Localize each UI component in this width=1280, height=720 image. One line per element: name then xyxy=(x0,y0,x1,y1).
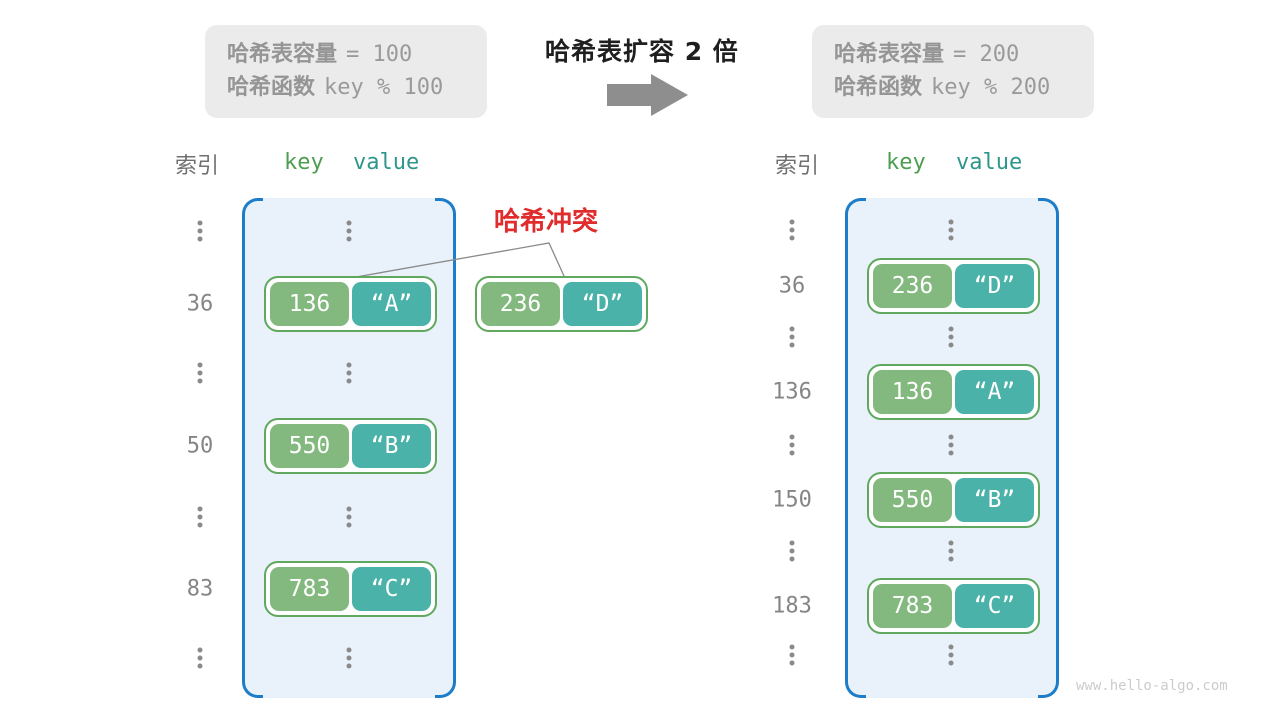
value-header-after: value xyxy=(956,150,1023,175)
pair-136-A: 136 “A” xyxy=(264,276,437,332)
hash-function-label: 哈希函数 xyxy=(227,75,316,100)
pair-783-C: 783 “C” xyxy=(264,561,437,617)
pair-key: 236 xyxy=(873,264,952,308)
vertical-ellipsis-icon xyxy=(346,220,352,242)
vertical-ellipsis-icon xyxy=(197,506,203,528)
capacity-line: 哈希表容量 = 200 xyxy=(834,41,1094,69)
pair-550-B: 550 “B” xyxy=(264,418,437,474)
pair-key: 550 xyxy=(873,478,952,522)
pair-key: 783 xyxy=(873,584,952,628)
expand-arrow-icon xyxy=(607,73,689,117)
pair-value: “C” xyxy=(352,567,431,611)
capacity-box-after: 哈希表容量 = 200 哈希函数 key % 200 xyxy=(812,25,1094,118)
capacity-line: 哈希表容量 = 100 xyxy=(227,41,487,69)
collision-pair-236-D: 236 “D” xyxy=(475,276,648,332)
value-header-before: value xyxy=(353,150,420,175)
vertical-ellipsis-icon xyxy=(346,647,352,669)
index-label: 83 xyxy=(186,576,214,602)
vertical-ellipsis-icon xyxy=(789,644,795,666)
expand-title: 哈希表扩容 2 倍 xyxy=(545,37,739,66)
vertical-ellipsis-icon xyxy=(948,326,954,348)
pair-key: 136 xyxy=(270,282,349,326)
index-label: 150 xyxy=(772,487,812,513)
pair-236-D: 236 “D” xyxy=(867,258,1040,314)
hash-function-value: key % 100 xyxy=(324,75,444,100)
pair-key: 136 xyxy=(873,370,952,414)
pair-value: “C” xyxy=(955,584,1034,628)
pair-key: 236 xyxy=(481,282,560,326)
index-label: 36 xyxy=(186,291,214,317)
index-label: 36 xyxy=(778,273,806,299)
pair-value: “A” xyxy=(352,282,431,326)
capacity-label: 哈希表容量 xyxy=(227,42,338,67)
vertical-ellipsis-icon xyxy=(346,506,352,528)
capacity-label: 哈希表容量 xyxy=(834,42,945,67)
vertical-ellipsis-icon xyxy=(197,647,203,669)
index-header-after: 索引 xyxy=(775,154,820,179)
pair-136-A: 136 “A” xyxy=(867,364,1040,420)
vertical-ellipsis-icon xyxy=(948,434,954,456)
hash-function-value: key % 200 xyxy=(931,75,1051,100)
vertical-ellipsis-icon xyxy=(789,434,795,456)
vertical-ellipsis-icon xyxy=(197,220,203,242)
collision-label: 哈希冲突 xyxy=(494,207,599,237)
vertical-ellipsis-icon xyxy=(789,540,795,562)
pair-key: 783 xyxy=(270,567,349,611)
vertical-ellipsis-icon xyxy=(346,362,352,384)
index-label: 183 xyxy=(772,593,812,619)
vertical-ellipsis-icon xyxy=(197,362,203,384)
index-label: 50 xyxy=(186,433,214,459)
pair-value: “D” xyxy=(563,282,642,326)
watermark: www.hello-algo.com xyxy=(1076,678,1228,694)
pair-783-C: 783 “C” xyxy=(867,578,1040,634)
capacity-box-before: 哈希表容量 = 100 哈希函数 key % 100 xyxy=(205,25,487,118)
pair-value: “A” xyxy=(955,370,1034,414)
key-header-after: key xyxy=(886,150,926,175)
vertical-ellipsis-icon xyxy=(789,326,795,348)
hash-function-line: 哈希函数 key % 100 xyxy=(227,74,487,102)
hash-function-label: 哈希函数 xyxy=(834,75,923,100)
pair-value: “D” xyxy=(955,264,1034,308)
index-header-before: 索引 xyxy=(175,154,220,179)
hash-function-line: 哈希函数 key % 200 xyxy=(834,74,1094,102)
pair-value: “B” xyxy=(352,424,431,468)
capacity-value: = 100 xyxy=(346,42,413,67)
capacity-value: = 200 xyxy=(953,42,1020,67)
pair-550-B: 550 “B” xyxy=(867,472,1040,528)
index-label: 136 xyxy=(772,379,812,405)
vertical-ellipsis-icon xyxy=(948,219,954,241)
key-header-before: key xyxy=(284,150,324,175)
pair-value: “B” xyxy=(955,478,1034,522)
vertical-ellipsis-icon xyxy=(789,219,795,241)
vertical-ellipsis-icon xyxy=(948,644,954,666)
pair-key: 550 xyxy=(270,424,349,468)
vertical-ellipsis-icon xyxy=(948,540,954,562)
